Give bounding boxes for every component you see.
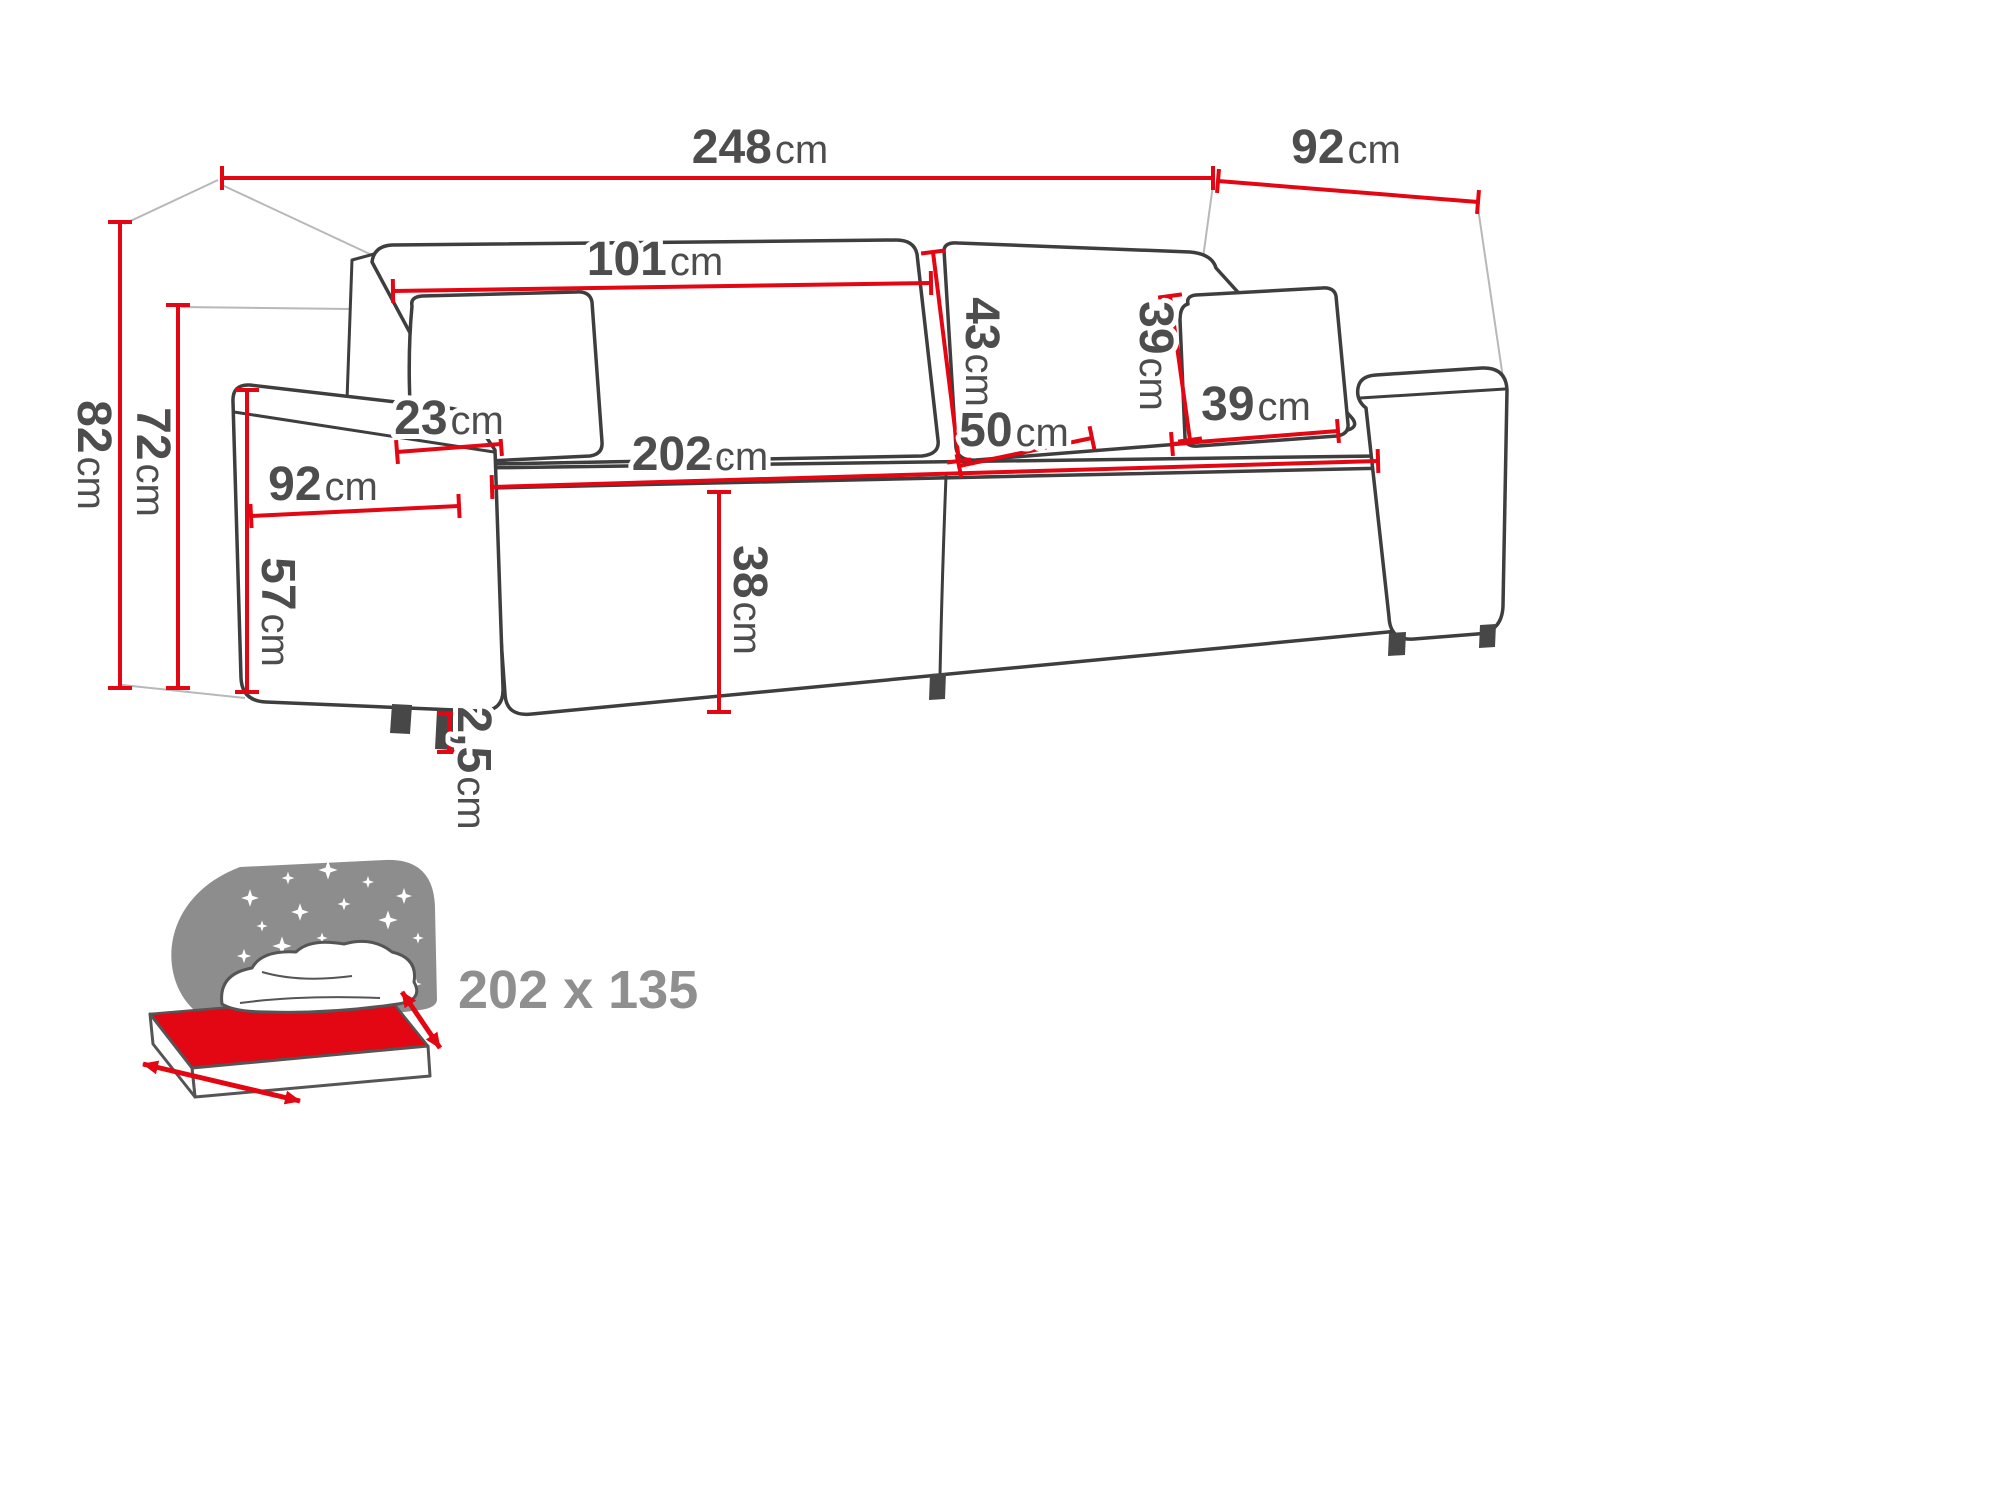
dimension-labels-group: 248cm 92cm 101cm 43cm 50cm 202cm 39cm 39…	[62, 116, 1406, 835]
dim-line-pillow-width	[1169, 418, 1341, 457]
extension-lines-group	[121, 179, 1504, 699]
dim-line-armrest-width	[394, 431, 504, 465]
right-armrest	[1355, 366, 1509, 641]
dim-line-seat-width	[489, 448, 1381, 500]
extension-line	[1477, 207, 1504, 379]
sofa-leg	[390, 704, 412, 734]
width-arrow-icon	[142, 1060, 301, 1105]
dim-label-seat-height: 38cm	[723, 545, 776, 655]
sofa-leg	[1479, 624, 1496, 648]
bedding-fold-line	[239, 996, 381, 1004]
bedding-icon	[220, 939, 419, 1014]
right-armrest-top-edge	[1358, 387, 1507, 400]
extension-line	[121, 684, 246, 699]
sofa-leg	[1388, 632, 1406, 656]
dim-label-seat-depth: 50cm	[959, 404, 1069, 457]
sofa-back-left-edge	[345, 252, 376, 402]
depth-arrow-icon	[399, 990, 443, 1050]
sleeping-function-icon-group	[142, 859, 443, 1105]
dim-line-pillow-height	[1157, 292, 1203, 444]
dim-label-total-width: 248cm	[692, 121, 828, 174]
dim-label-total-height: 82cm	[67, 400, 120, 510]
extension-line	[180, 306, 351, 310]
sofa-outline-group	[231, 238, 1509, 750]
dim-label-total-depth: 92cm	[1291, 121, 1401, 174]
dim-label-pillow-height: 39cm	[1129, 301, 1182, 411]
seat-middle-seam	[938, 474, 948, 678]
sofa-leg	[929, 673, 946, 700]
bedding-fold-line	[261, 971, 353, 980]
dim-label-armrest-height: 57cm	[251, 557, 304, 667]
dim-label-back-cushion-width: 101cm	[587, 233, 723, 286]
dim-line-back-cushion-width	[390, 270, 934, 304]
left-armrest	[231, 383, 505, 713]
dim-label-armrest-width: 23cm	[394, 392, 504, 445]
seat-front-face	[488, 466, 1411, 717]
dim-line-armrest-depth	[248, 493, 462, 529]
extension-line	[1202, 184, 1214, 259]
sleeping-area-label: 202 x 135	[458, 960, 698, 1020]
dim-line-total-depth	[1215, 168, 1481, 215]
dim-label-pillow-width: 39cm	[1201, 378, 1311, 431]
dim-label-backrest-total-height: 72cm	[126, 407, 179, 517]
dim-label-armrest-depth: 92cm	[268, 458, 378, 511]
dim-label-leg-height: 2,5cm	[447, 706, 500, 829]
dim-label-seat-width: 202cm	[632, 428, 768, 481]
dim-label-backrest-height: 43cm	[955, 297, 1008, 407]
extension-line	[123, 179, 219, 225]
dimension-lines-group	[108, 166, 1481, 754]
extension-line	[221, 184, 373, 256]
